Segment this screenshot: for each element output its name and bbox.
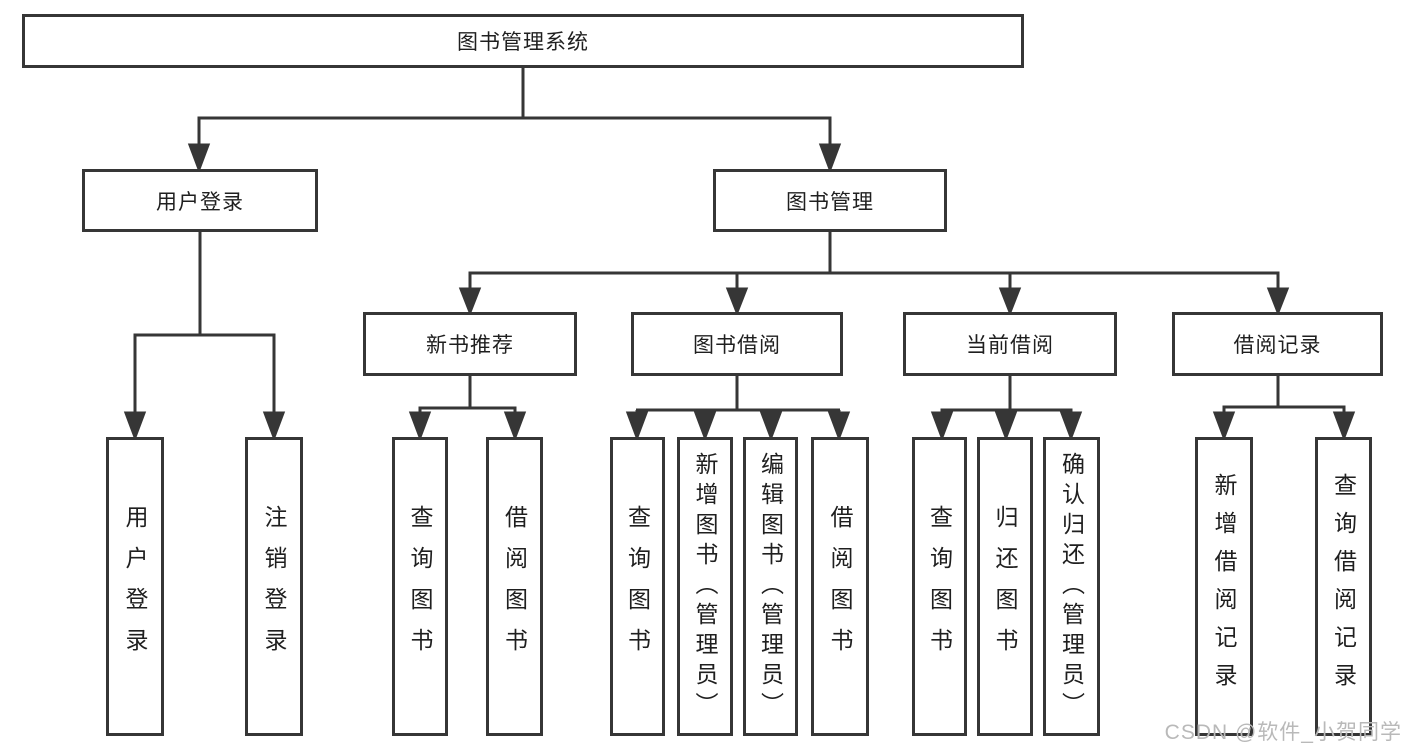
leaf-query-borrow-record: 查询借阅记录 [1315,437,1372,736]
node-user-login: 用户登录 [82,169,318,232]
leaf-logout: 注销登录 [245,437,303,736]
leaf-query-books-borrow: 查询图书 [610,437,665,736]
leaf-confirm-return-admin: 确认归还（管理员） [1043,437,1100,736]
node-new-book-recommend: 新书推荐 [363,312,577,376]
leaf-query-books-recommend: 查询图书 [392,437,448,736]
node-borrow-records: 借阅记录 [1172,312,1383,376]
leaf-edit-books-admin: 编辑图书（管理员） [743,437,798,736]
node-library-management-system: 图书管理系统 [22,14,1024,68]
leaf-add-books-admin: 新增图书（管理员） [677,437,733,736]
watermark-text: CSDN @软件_小贺同学 [1164,721,1402,744]
leaf-user-login: 用户登录 [106,437,164,736]
leaf-borrow-books-recommend: 借阅图书 [486,437,543,736]
leaf-query-books-current: 查询图书 [912,437,967,736]
leaf-add-borrow-record: 新增借阅记录 [1195,437,1253,736]
leaf-borrow-books: 借阅图书 [811,437,869,736]
leaf-return-books: 归还图书 [977,437,1033,736]
node-current-borrow: 当前借阅 [903,312,1117,376]
node-book-borrow: 图书借阅 [631,312,843,376]
node-book-management: 图书管理 [713,169,947,232]
